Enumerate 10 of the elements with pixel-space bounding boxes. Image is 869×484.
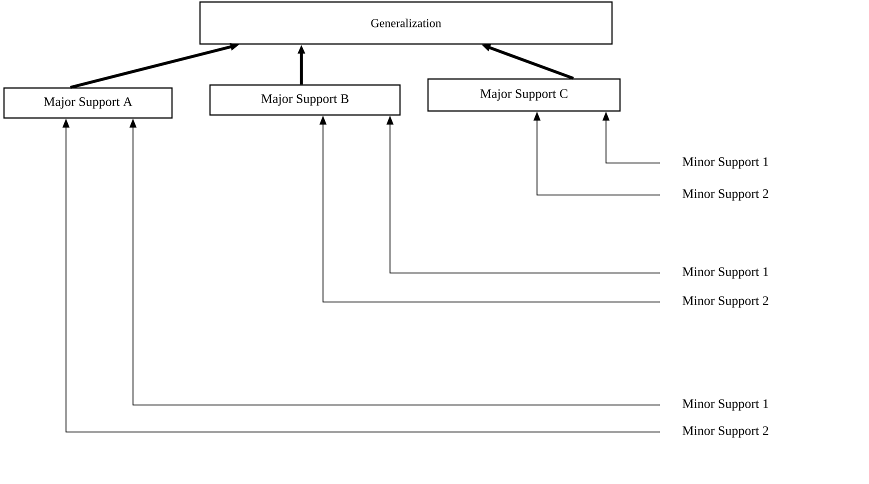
minor-support-label: Minor Support 1: [682, 157, 768, 169]
support-box: Major Support B: [209, 84, 401, 116]
generalization-box: Generalization: [199, 1, 613, 45]
support-box: Major Support A: [3, 87, 173, 119]
minor-support-label: Minor Support 2: [682, 189, 768, 201]
minor-support-label: Minor Support 1: [682, 267, 768, 279]
minor-support-label: Minor Support 2: [682, 426, 768, 438]
minor-support-label: Minor Support 2: [682, 296, 768, 308]
minor-support-label: Minor Support 1: [682, 399, 768, 411]
support-box: Major Support C: [427, 78, 621, 112]
